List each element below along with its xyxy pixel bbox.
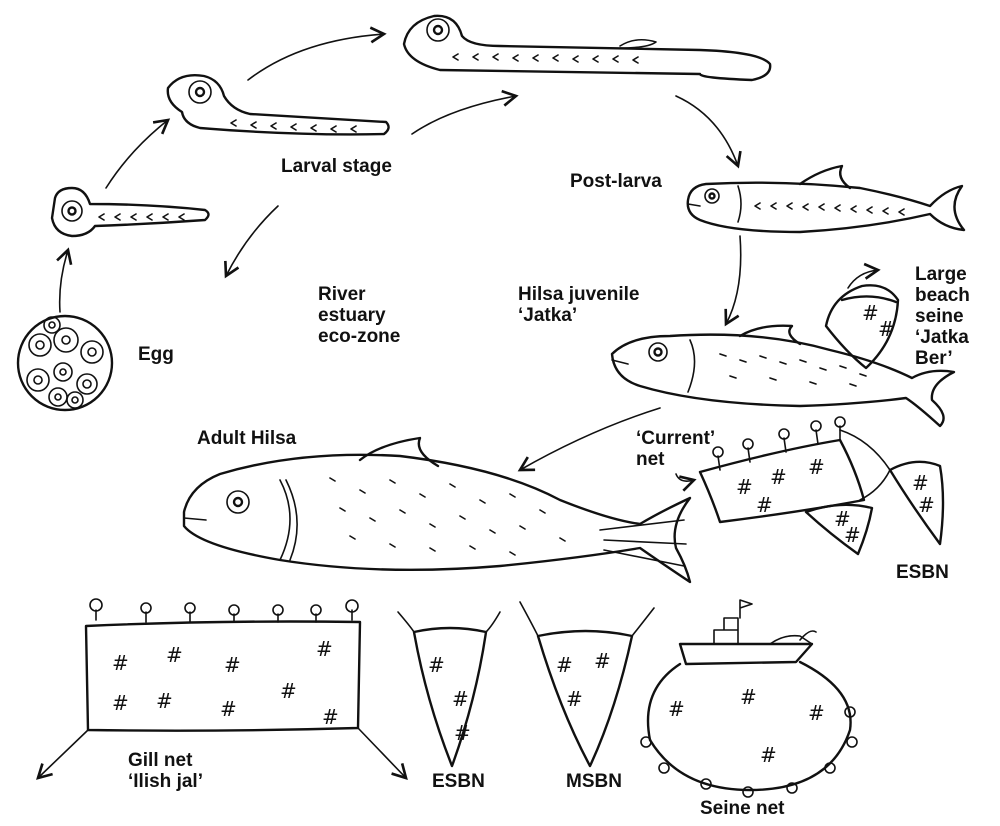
hash-mark: # xyxy=(862,301,879,325)
hash-mark: # xyxy=(220,697,237,721)
label-line: ‘Ilish jal’ xyxy=(128,771,203,792)
hash-mark: # xyxy=(156,689,173,713)
hash-mark: # xyxy=(556,653,573,677)
esbn-lower-drawing: # # # xyxy=(397,611,501,768)
label-hilsa-juvenile: Hilsa juvenile ‘Jatka’ xyxy=(518,284,639,326)
arrow-to-adult xyxy=(517,407,661,472)
hash-mark: # xyxy=(918,493,935,517)
label-line: ‘Jatka xyxy=(915,327,969,348)
label-current-net: ‘Current’ net xyxy=(636,428,715,470)
larva-medium xyxy=(166,74,390,136)
hash-mark: # xyxy=(428,653,445,677)
label-line: eco-zone xyxy=(318,326,401,347)
label-line: Ber’ xyxy=(915,348,953,369)
arrow-larva-to-larva xyxy=(105,118,171,189)
beach-seine-drawing: # # xyxy=(824,262,900,370)
hash-mark: # xyxy=(878,317,895,341)
label-line: net xyxy=(636,449,665,470)
label-line: ‘Current’ xyxy=(636,428,716,449)
label-adult-hilsa: Adult Hilsa xyxy=(197,428,297,449)
label-esbn-upper: ESBN xyxy=(896,562,949,583)
cycle-arrows xyxy=(56,26,742,472)
hash-mark: # xyxy=(594,649,611,673)
hash-mark: # xyxy=(740,685,757,709)
adult-hilsa-drawing xyxy=(182,436,692,584)
label-post-larva: Post-larva xyxy=(570,171,662,192)
post-larva-drawing xyxy=(686,164,966,234)
hash-mark: # xyxy=(112,651,129,675)
label-seine-net: Seine net xyxy=(700,798,785,819)
label-line: seine xyxy=(915,306,964,327)
hash-mark: # xyxy=(834,507,851,531)
hash-mark: # xyxy=(808,455,825,479)
esbn-right-drawing: # # # # xyxy=(804,429,945,556)
hash-mark: # xyxy=(280,679,297,703)
hash-mark: # xyxy=(566,687,583,711)
label-gill-net: Gill net ‘Ilish jal’ xyxy=(128,750,203,792)
msbn-drawing: # # # xyxy=(519,601,655,768)
label-line: Hilsa juvenile xyxy=(518,284,640,305)
label-river-estuary: River estuary eco-zone xyxy=(318,284,400,347)
hash-mark: # xyxy=(452,687,469,711)
arrow-to-post-larva xyxy=(675,95,742,169)
hash-mark: # xyxy=(224,653,241,677)
label-egg: Egg xyxy=(138,344,174,365)
label-line: Large xyxy=(915,264,967,285)
hash-mark: # xyxy=(808,701,825,725)
hilsa-juvenile-drawing xyxy=(610,324,956,428)
label-line: River xyxy=(318,284,366,305)
arrow-larva-to-larva-large xyxy=(247,26,387,81)
seine-net-drawing: # # # # xyxy=(640,599,858,798)
arrow-to-estuary xyxy=(224,205,279,279)
hash-mark: # xyxy=(454,721,471,745)
current-net-drawing: # # # # xyxy=(675,416,866,524)
label-line: estuary xyxy=(318,305,386,326)
label-line: beach xyxy=(915,285,970,306)
arrow-larval-return xyxy=(411,89,519,135)
label-esbn-lower: ESBN xyxy=(432,771,485,792)
label-msbn: MSBN xyxy=(566,771,622,792)
label-line: ‘Jatka’ xyxy=(518,305,578,326)
hash-mark: # xyxy=(912,471,929,495)
arrow-egg-to-larva xyxy=(56,247,73,313)
label-larval-stage: Larval stage xyxy=(281,156,392,177)
hash-mark: # xyxy=(770,465,787,489)
hash-mark: # xyxy=(756,493,773,517)
hash-mark: # xyxy=(844,523,861,547)
larva-small xyxy=(50,186,210,238)
hash-mark: # xyxy=(760,743,777,767)
egg-drawing xyxy=(16,314,114,412)
larva-large xyxy=(402,14,772,82)
label-large-beach-seine: Large beach seine ‘Jatka Ber’ xyxy=(915,264,970,369)
hash-mark: # xyxy=(112,691,129,715)
hash-mark: # xyxy=(322,705,339,729)
hash-mark: # xyxy=(166,643,183,667)
gill-net-drawing: # # # # # # # # # xyxy=(36,598,408,780)
label-line: Gill net xyxy=(128,750,193,771)
hash-mark: # xyxy=(736,475,753,499)
arrow-to-juvenile xyxy=(724,235,742,327)
hash-mark: # xyxy=(316,637,333,661)
hash-mark: # xyxy=(668,697,685,721)
